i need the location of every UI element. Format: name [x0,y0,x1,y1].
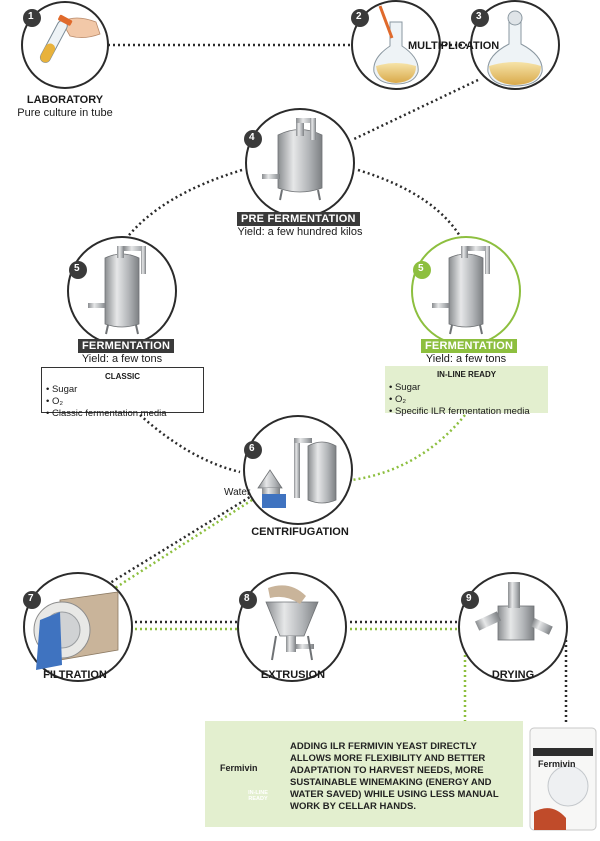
ilr-callout-text: ADDING ILR FERMIVIN YEAST DIRECTLY ALLOW… [290,741,499,812]
step-3-number: 3 [476,11,482,22]
step-fermentation-ilr [411,236,521,346]
classic-fermentation-yield: Yield: a few tons [81,353,163,365]
ilr-box-title: IN-LINE READY [436,370,497,379]
ilr-item: Sugar [389,382,544,394]
step-7-number: 7 [28,593,34,604]
classic-package-brand: Fermivin [538,759,576,769]
connections [108,43,568,724]
step-laboratory [21,1,109,89]
step-4-badge [244,130,262,148]
step-5-ilr-number: 5 [418,263,424,274]
step-2-badge [351,9,369,27]
step-4-number: 4 [249,132,255,143]
test-tube-icon [39,14,73,63]
step-fermentation-classic [67,236,177,346]
prefermentation-tank-icon [277,129,323,193]
dryer-icon [497,605,535,641]
classic-box-list: Sugar O₂ Classic fermentation media [46,384,199,420]
step-9-number: 9 [466,593,472,604]
centrifugation-label: CENTRIFUGATION [251,526,349,538]
prefermentation-yield: Yield: a few hundred kilos [237,226,363,238]
path-prefermentation-to-ilr [357,168,467,246]
ilr-callout-panel [205,721,523,827]
drying-label: DRYING [491,669,535,681]
step-flask-2 [351,0,441,90]
classic-item: O₂ [46,396,199,408]
prefermentation-banner: PRE FERMENTATION [237,212,360,226]
path-flask3-to-prefermentation [351,78,479,142]
step-5-ilr-badge [413,261,431,279]
ilr-package-brand: Fermivin [220,763,258,773]
path-ilr-to-centrifuge [351,414,466,482]
ilr-fermentation-yield: Yield: a few tons [425,353,507,365]
ilr-item: O₂ [389,394,544,406]
ilr-media-box: IN-LINE READY Sugar O₂ Specific ILR ferm… [385,366,548,417]
step-2-number: 2 [356,11,362,22]
path-classic-to-centrifuge [139,414,241,474]
step-8-number: 8 [244,593,250,604]
classic-item: Sugar [46,384,199,396]
step-centrifugation [243,415,353,525]
step-filtration [23,572,133,682]
storage-tank-icon [307,441,337,504]
ilr-item: Specific ILR fermentation media [389,406,544,418]
step-1-number: 1 [28,11,34,22]
step-1-badge [23,9,41,27]
step-9-badge [461,591,479,609]
ilr-tank-icon [448,253,484,328]
extrusion-label: EXTRUSION [260,669,326,681]
classic-media-box: CLASSIC Sugar O₂ Classic fermentation me… [41,367,204,419]
classic-item: Classic fermentation media [46,408,199,420]
step-6-number: 6 [249,443,255,454]
step-3-badge [471,9,489,27]
water-label: Water [224,487,251,498]
laboratory-label: LABORATORY [26,94,104,106]
path-prefermentation-to-classic [124,168,243,241]
step-prefermentation [244,108,355,218]
ilr-box-list: Sugar O₂ Specific ILR fermentation media [389,382,544,418]
step-drying [458,572,568,682]
ilr-fermentation-banner: FERMENTATION [421,339,518,353]
step-6-badge [244,441,262,459]
ilr-package-badge-text: IN-LINE READY [248,790,268,802]
classic-fermentation-banner: FERMENTATION [78,339,175,353]
step-7-badge [23,591,41,609]
multiplication-label: MULTIPLICATION [408,40,500,52]
classic-box-title: CLASSIC [104,372,141,381]
step-extrusion [237,572,347,682]
path-centrifuge-to-filtration [109,490,259,585]
path-centrifuge-to-filtration-green [111,498,253,592]
step-8-badge [239,591,257,609]
filtration-label: FILTRATION [43,669,107,681]
laboratory-sub: Pure culture in tube [17,107,113,119]
classic-tank-icon [104,253,140,328]
step-5-classic-badge [69,261,87,279]
step-flask-3 [470,0,560,90]
step-5-classic-number: 5 [74,263,80,274]
classic-package [529,727,597,831]
